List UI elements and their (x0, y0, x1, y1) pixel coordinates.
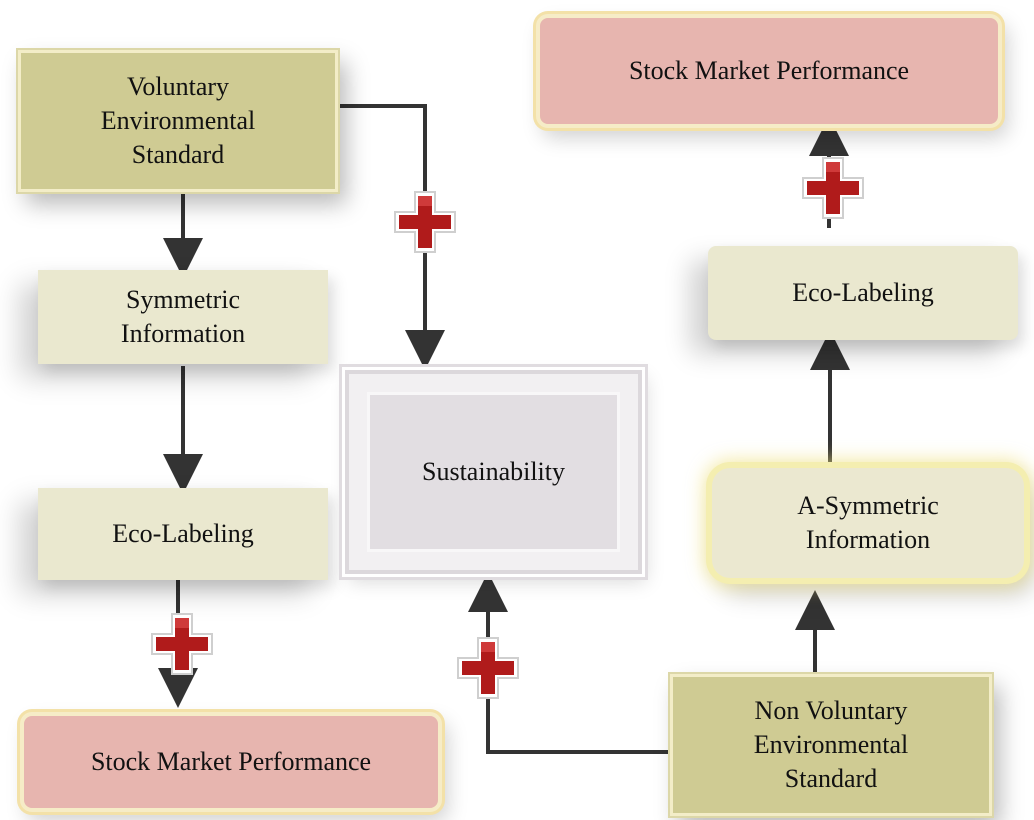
asymmetric-information-label: A-Symmetric Information (797, 490, 939, 554)
arrow-voluntary-to-sustainability (340, 104, 445, 370)
sustainability-label: Sustainability (422, 457, 565, 486)
symmetric-information-box: Symmetric Information (38, 270, 328, 364)
asymmetric-information-box: A-Symmetric Information (712, 468, 1024, 578)
plus-sign-icon (394, 191, 456, 253)
eco-labeling-right-box: Eco-Labeling (708, 246, 1018, 340)
sustainability-box: Sustainability (367, 392, 620, 552)
non-voluntary-environmental-standard-box: Non Voluntary Environmental Standard (670, 674, 992, 816)
plus-sign-icon (457, 637, 519, 699)
plus-sign-icon (802, 157, 864, 219)
plus-sign-icon (151, 613, 213, 675)
non-voluntary-environmental-standard-label: Non Voluntary Environmental Standard (753, 695, 909, 794)
eco-labeling-right-label: Eco-Labeling (792, 277, 934, 307)
stock-market-performance-left-label: Stock Market Performance (90, 746, 372, 776)
eco-labeling-left-box: Eco-Labeling (38, 488, 328, 580)
symmetric-information-label: Symmetric Information (120, 284, 246, 348)
eco-labeling-left-label: Eco-Labeling (112, 518, 254, 548)
voluntary-environmental-standard-box: Voluntary Environmental Standard (18, 50, 338, 192)
stock-market-performance-right-box: Stock Market Performance (536, 14, 1002, 128)
sustainability-frame: Sustainability (345, 370, 642, 574)
stock-market-performance-right-label: Stock Market Performance (628, 55, 910, 85)
voluntary-environmental-standard-label: Voluntary Environmental Standard (100, 71, 256, 170)
stock-market-performance-left-box: Stock Market Performance (20, 712, 442, 812)
